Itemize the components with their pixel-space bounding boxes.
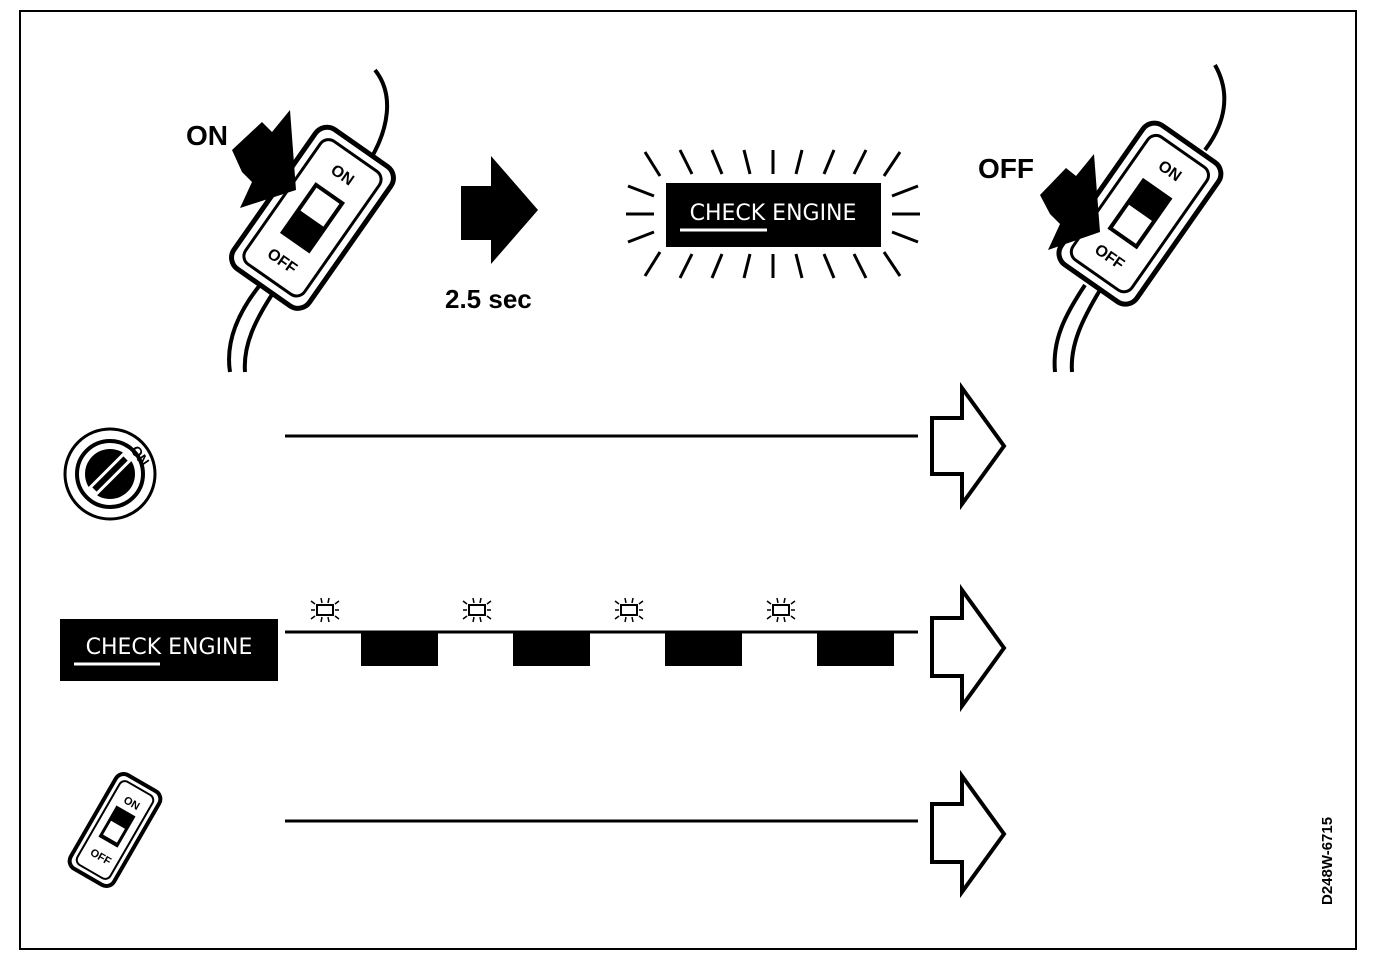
press-arrow-icon (232, 110, 296, 208)
check-engine-lamp: CHECK ENGINE (666, 183, 881, 247)
press-arrow-icon (1040, 154, 1100, 250)
blink-pulses (310, 597, 894, 666)
solid-right-arrow-icon (461, 156, 538, 264)
check-engine-lamp-text: CHECK ENGINE (690, 201, 857, 226)
blink-pulse (817, 632, 894, 666)
check-engine-indicator: CHECK ENGINE (60, 619, 278, 681)
hollow-right-arrow-icon (930, 381, 1007, 511)
ignition-key-icon: ON (63, 427, 157, 521)
hollow-right-arrow-icon (930, 769, 1007, 899)
blink-pulse (361, 632, 438, 666)
push-switch-off-illustration: ON OFF (1052, 64, 1227, 373)
small-switch-icon: ON OFF (67, 772, 163, 888)
blink-pulse (513, 632, 590, 666)
blink-pulse (665, 632, 742, 666)
push-switch-on-illustration: ON OFF (227, 68, 396, 373)
flash-icon (462, 597, 492, 623)
check-engine-indicator-text: CHECK ENGINE (86, 635, 253, 660)
delay-label: 2.5 sec (445, 284, 532, 314)
figure-code: D248W-6715 (1319, 817, 1336, 905)
flash-icon (310, 597, 340, 623)
hollow-right-arrow-icon (930, 583, 1007, 713)
figure-frame (19, 10, 1357, 950)
on-label: ON (186, 120, 228, 151)
flash-icon (766, 597, 796, 623)
glow-rays-icon (626, 149, 920, 279)
off-label: OFF (978, 153, 1034, 184)
flash-icon (614, 597, 644, 623)
